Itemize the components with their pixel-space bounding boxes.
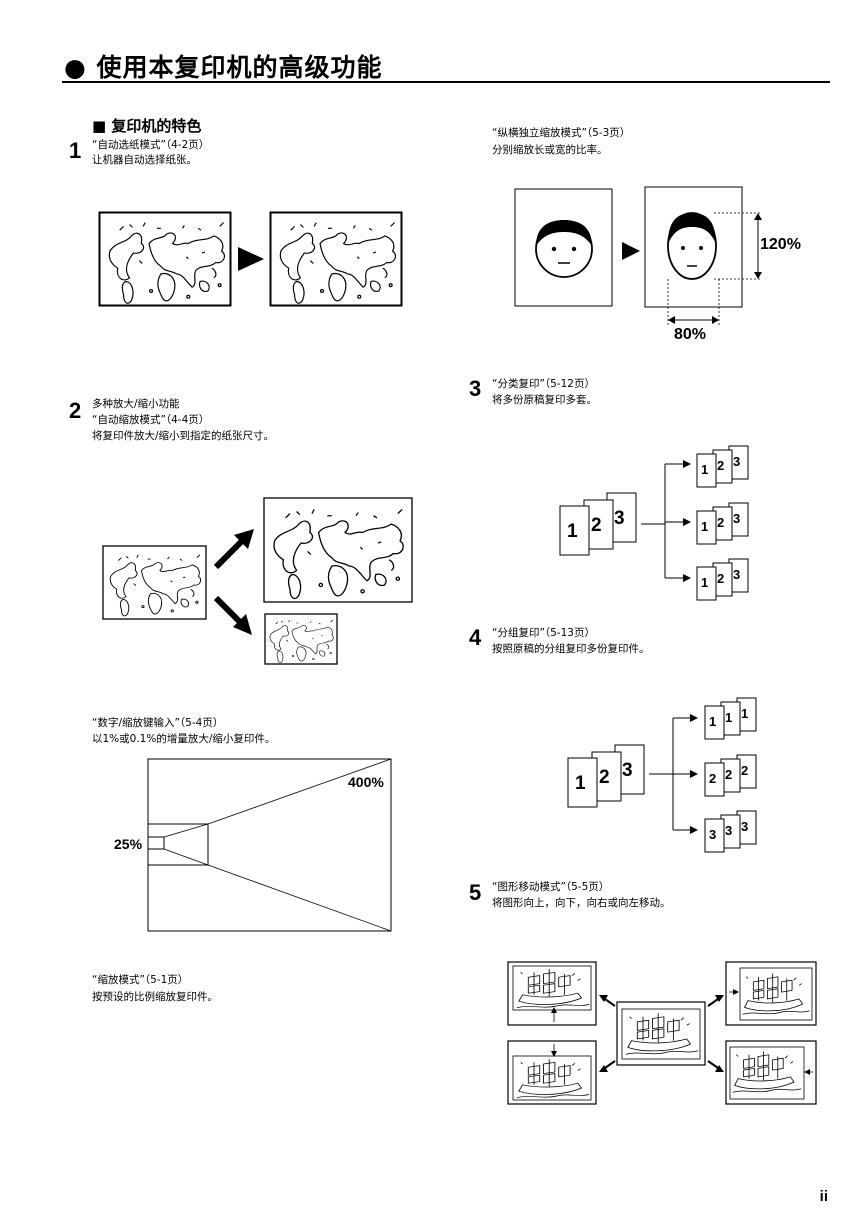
feature-2-heading: 多种放大/缩小功能 [92,398,180,410]
feature-3-title: “分类复印”（5-12页） [492,378,595,390]
play-arrow-icon [238,247,264,271]
original-stack: 3 2 1 [559,492,637,556]
zoom-key-title: “数字/缩放键输入”（5-4页） [92,717,224,729]
auto-paper-diagram [98,211,403,307]
svg-text:1: 1 [709,714,716,729]
feature-2-title: “自动缩放模式”（4-4页） [92,414,210,426]
face-icon [667,212,717,280]
svg-text:2: 2 [717,571,724,586]
output-group-2: 2 2 2 [704,754,757,797]
zoom-mode-desc: 按预设的比例缩放复印件。 [92,991,218,1003]
label-80-percent: 80% [674,326,706,343]
title-divider [62,81,830,83]
svg-text:2: 2 [709,771,716,786]
feature-2-desc: 将复印件放大/缩小到指定的纸张尺寸。 [92,430,275,442]
output-group-3: 3 3 3 [704,810,757,853]
feature-5-title: “图形移动模式”（5-5页） [492,881,610,893]
feature-4-title: “分组复印”（5-13页） [492,627,595,639]
svg-text:2: 2 [741,763,748,778]
feature-5-desc: 将图形向上，向下，向右或向左移动。 [492,897,671,909]
svg-text:3: 3 [622,760,633,781]
svg-text:3: 3 [725,823,732,838]
zoom-range-diagram: 400% 25% [114,758,392,932]
svg-text:1: 1 [725,710,732,725]
feature-2-number: 2 [69,398,82,423]
label-120-percent: 120% [760,236,801,253]
svg-text:3: 3 [709,827,716,842]
svg-text:2: 2 [725,767,732,782]
arrow-icon [707,1060,724,1072]
arrow-icon [599,1060,616,1072]
svg-text:1: 1 [567,521,578,542]
feature-1-number: 1 [69,138,82,163]
feature-4-number: 4 [469,625,482,650]
feature-3-number: 3 [469,376,482,401]
svg-text:3: 3 [741,819,748,834]
feature-4-desc: 按照原稿的分组复印多份复印件。 [492,643,650,655]
arrow-icon [707,995,724,1007]
arrow-icon [599,995,616,1007]
auto-zoom-diagram [102,497,413,665]
svg-text:3: 3 [614,508,625,529]
svg-text:3: 3 [733,511,740,526]
output-set-2: 3 2 1 [696,502,749,545]
svg-text:2: 2 [599,767,610,788]
section-heading: ■ 复印机的特色 [92,117,202,135]
svg-text:3: 3 [733,454,740,469]
svg-text:2: 2 [717,458,724,473]
svg-text:1: 1 [701,462,708,477]
feature-3-desc: 将多份原稿复印多套。 [492,394,597,406]
image-shift-diagram [507,961,817,1105]
page-title: ● 使用本复印机的高级功能 [64,53,383,82]
sort-copy-diagram: 3 2 1 3 2 1 3 2 1 3 2 1 [559,445,749,601]
arrow-icon [213,529,254,570]
zoom-mode-title: “缩放模式”（5-1页） [92,974,189,986]
zoom-key-desc: 以1%或0.1%的增量放大/缩小复印件。 [92,733,276,745]
label-400-percent: 400% [348,774,384,790]
svg-text:2: 2 [591,515,602,536]
original-stack: 3 2 1 [567,744,645,808]
xy-zoom-desc: 分别缩放长或宽的比率。 [492,144,608,156]
feature-5-number: 5 [469,880,482,905]
play-arrow-icon [622,242,640,260]
xy-zoom-title: “纵横独立缩放模式”（5-3页） [492,127,631,139]
svg-text:1: 1 [701,575,708,590]
svg-text:1: 1 [701,519,708,534]
output-group-1: 1 1 1 [704,697,757,740]
group-copy-diagram: 3 2 1 1 1 1 2 2 2 3 3 3 [567,697,757,853]
svg-text:3: 3 [733,567,740,582]
svg-text:1: 1 [741,706,748,721]
output-set-3: 3 2 1 [696,558,749,601]
feature-1-desc: 让机器自动选择纸张。 [92,154,197,166]
xy-zoom-diagram: 120% 80% [514,186,801,343]
face-icon [535,220,593,278]
feature-1-title: “自动选纸模式”（4-2页） [92,139,210,151]
svg-text:1: 1 [575,773,586,794]
label-25-percent: 25% [114,836,143,852]
arrow-icon [213,595,252,635]
svg-text:2: 2 [717,515,724,530]
page-number: ii [819,1188,828,1205]
output-set-1: 3 2 1 [696,445,749,488]
